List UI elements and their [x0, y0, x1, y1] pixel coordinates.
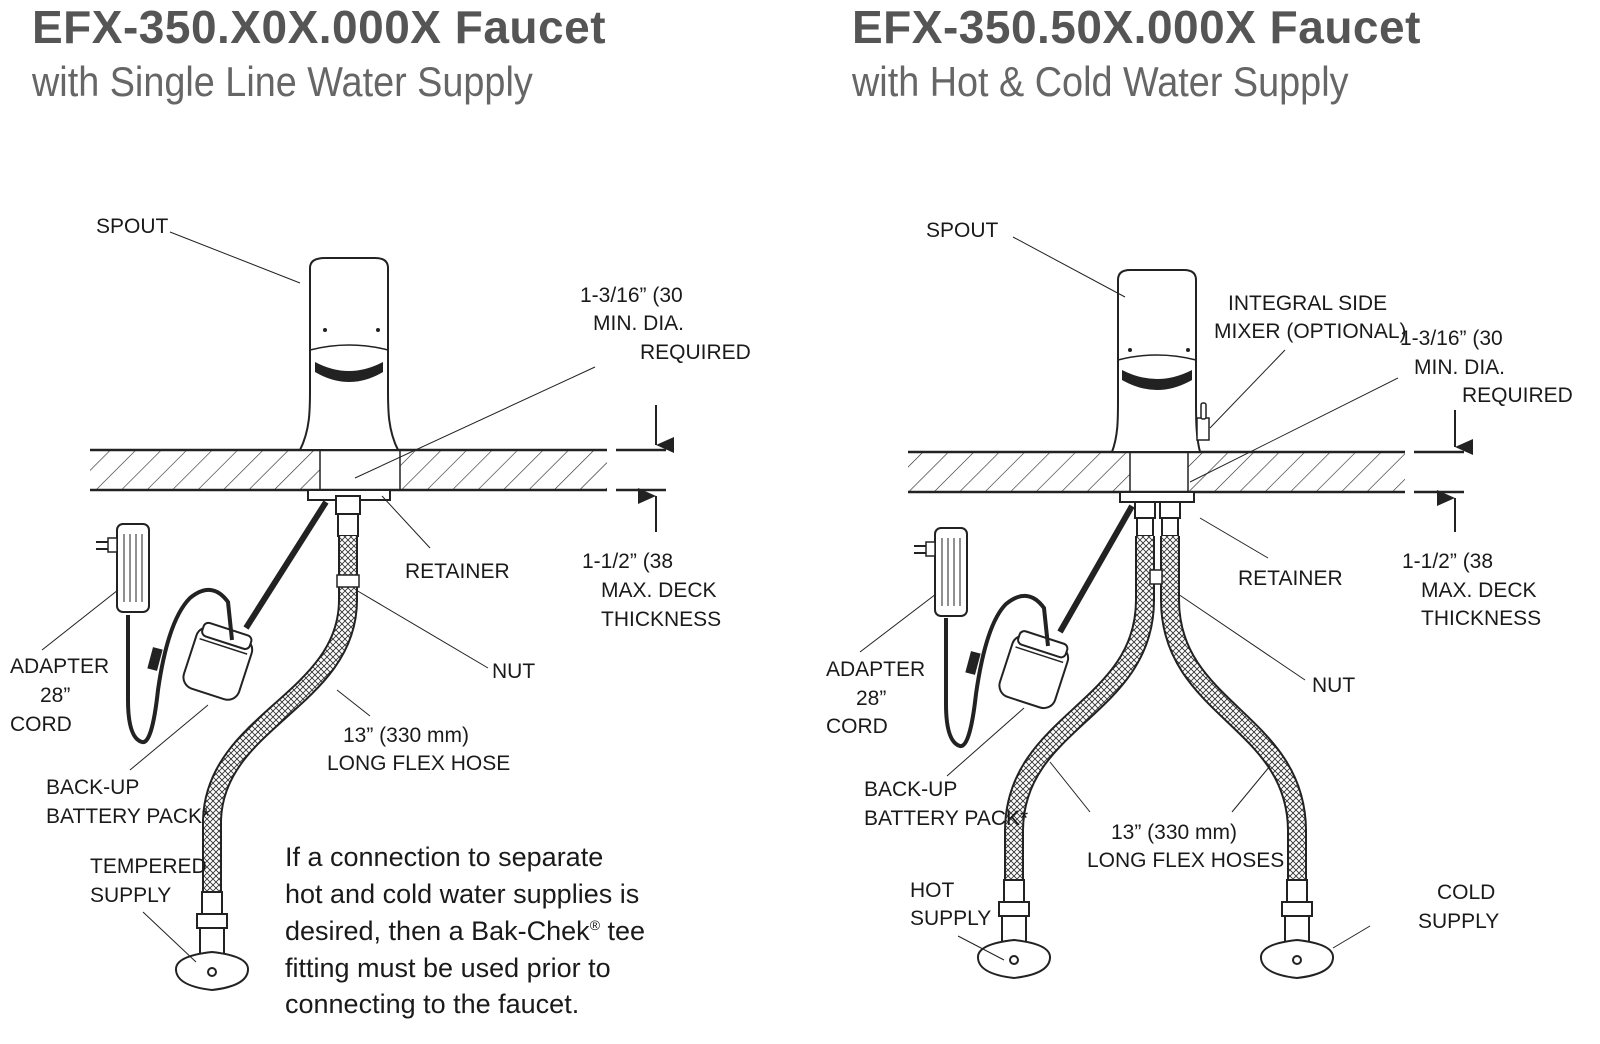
label-deck-1-r: 1-1/2” (38: [1402, 550, 1493, 573]
label-mixer-1: INTEGRAL SIDE: [1228, 292, 1387, 315]
label-adapter-1-r: ADAPTER: [826, 658, 925, 681]
label-adapter-2-r: 28”: [856, 687, 886, 710]
right-side-mixer: [1196, 402, 1210, 441]
right-retainer: [1119, 491, 1195, 537]
label-dia-3-r: REQUIRED: [1462, 384, 1573, 407]
right-battery-cable: [1057, 504, 1135, 634]
note-line-4: fitting must be used prior to: [285, 953, 611, 983]
label-cold-2: SUPPLY: [1418, 910, 1499, 933]
left-supply-valve: [175, 891, 249, 992]
label-deck-2: MAX. DECK: [601, 579, 717, 602]
label-adapter-1: ADAPTER: [10, 655, 109, 678]
label-spout: SPOUT: [96, 215, 169, 238]
label-nut-r: NUT: [1312, 674, 1355, 697]
connection-note: If a connection to separate hot and cold…: [285, 842, 645, 1019]
label-adapter-3-r: CORD: [826, 715, 888, 738]
left-spout: [298, 257, 400, 451]
label-deck-1: 1-1/2” (38: [582, 550, 673, 573]
label-deck-3-r: THICKNESS: [1421, 607, 1541, 630]
right-title: EFX-350.50X.000X Faucet: [852, 1, 1421, 53]
label-dia-1: 1-3/16” (30: [580, 284, 683, 307]
label-retainer-r: RETAINER: [1238, 567, 1343, 590]
note-line-1: If a connection to separate: [285, 842, 603, 872]
label-retainer: RETAINER: [405, 560, 510, 583]
left-adapter-cord: [126, 588, 234, 745]
right-cold-valve: [1260, 879, 1334, 980]
left-flex-hose: [202, 536, 360, 892]
note-line-3: desired, then a Bak-Chek® tee: [285, 916, 645, 946]
right-spout: [1110, 269, 1202, 453]
right-adapter: [914, 527, 968, 617]
label-dia-1-r: 1-3/16” (30: [1400, 327, 1503, 350]
label-nut: NUT: [492, 660, 535, 683]
label-adapter-2: 28”: [40, 684, 70, 707]
right-adapter-cord: [944, 594, 1050, 748]
right-hot-valve: [977, 879, 1051, 980]
label-hot-2: SUPPLY: [910, 907, 991, 930]
label-spout-r: SPOUT: [926, 219, 999, 242]
left-deck: [90, 405, 674, 532]
note-line-2: hot and cold water supplies is: [285, 879, 639, 909]
label-dia-3: REQUIRED: [640, 341, 751, 364]
label-hot-1: HOT: [910, 879, 955, 902]
label-cold-1: COLD: [1437, 881, 1495, 904]
left-diagram: SPOUT 1-3/16” (30 MIN. DIA. REQUIRED RET…: [10, 215, 751, 1019]
label-supply-1: TEMPERED: [90, 855, 207, 878]
label-dia-2: MIN. DIA.: [593, 312, 684, 335]
label-dia-2-r: MIN. DIA.: [1414, 356, 1505, 379]
left-subtitle: with Single Line Water Supply: [32, 58, 533, 105]
right-flex-hoses: [1004, 536, 1307, 880]
label-deck-2-r: MAX. DECK: [1421, 579, 1537, 602]
label-battery-2: BATTERY PACK*: [46, 805, 210, 828]
left-battery-pack: [182, 621, 254, 701]
right-subtitle: with Hot & Cold Water Supply: [852, 58, 1349, 105]
label-battery-2-r: BATTERY PACK*: [864, 807, 1028, 830]
note-line-5: connecting to the faucet.: [285, 989, 579, 1019]
right-deck: [908, 410, 1473, 532]
label-hoses-2: LONG FLEX HOSES: [1087, 849, 1284, 872]
label-battery-1: BACK-UP: [46, 776, 139, 799]
label-hoses-1: 13” (330 mm): [1111, 821, 1237, 844]
left-adapter: [96, 523, 150, 613]
label-hose-2: LONG FLEX HOSE: [327, 752, 510, 775]
left-title: EFX-350.X0X.000X Faucet: [32, 1, 607, 53]
left-battery-cable: [243, 500, 329, 630]
label-supply-2: SUPPLY: [90, 884, 171, 907]
label-battery-1-r: BACK-UP: [864, 778, 957, 801]
label-hose-1: 13” (330 mm): [343, 724, 469, 747]
label-mixer-2: MIXER (OPTIONAL): [1214, 320, 1407, 343]
right-battery-pack: [998, 630, 1070, 710]
label-deck-3: THICKNESS: [601, 608, 721, 631]
right-diagram: SPOUT INTEGRAL SIDE MIXER (OPTIONAL) 1-3…: [826, 219, 1573, 980]
label-adapter-3: CORD: [10, 713, 72, 736]
